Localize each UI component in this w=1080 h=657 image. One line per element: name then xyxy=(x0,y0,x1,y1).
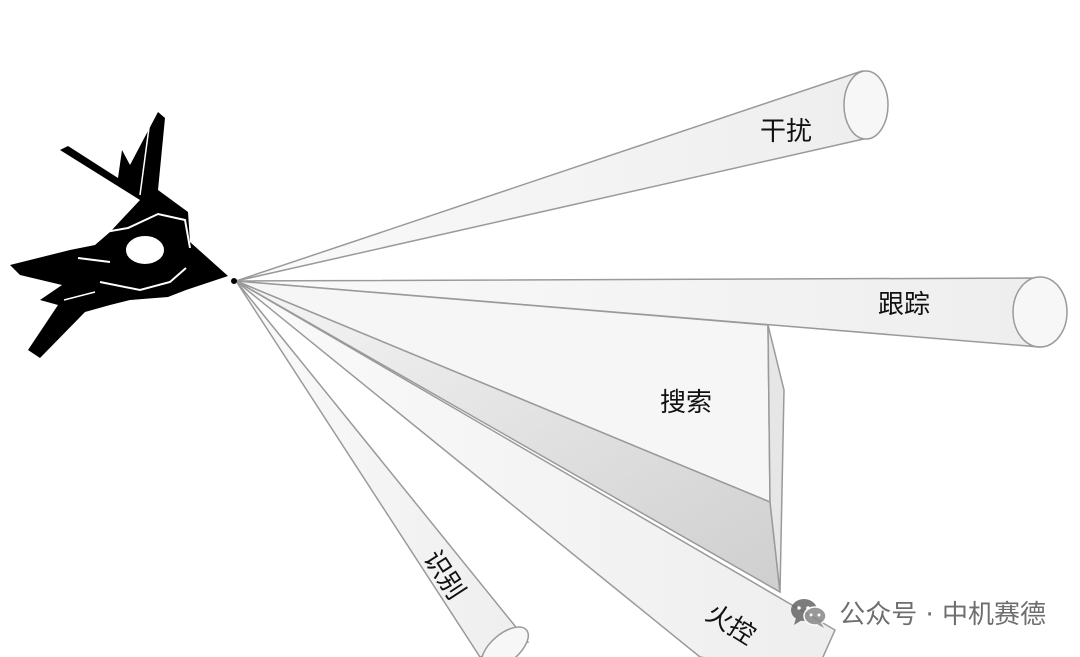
label-jamming: 干扰 xyxy=(760,117,812,147)
identification-beam xyxy=(235,280,530,657)
nose-point xyxy=(231,278,237,284)
fighter-jet-icon xyxy=(10,112,237,358)
watermark: 公众号 · 中机赛德 xyxy=(789,594,1046,631)
fire-control-beam xyxy=(235,280,836,657)
watermark-text: 公众号 · 中机赛德 xyxy=(839,600,1046,630)
search-volume xyxy=(235,280,785,594)
label-search: 搜索 xyxy=(660,388,712,418)
jamming-beam xyxy=(235,69,889,282)
label-tracking: 跟踪 xyxy=(878,290,930,320)
canopy xyxy=(124,234,166,266)
wechat-icon xyxy=(791,598,827,628)
